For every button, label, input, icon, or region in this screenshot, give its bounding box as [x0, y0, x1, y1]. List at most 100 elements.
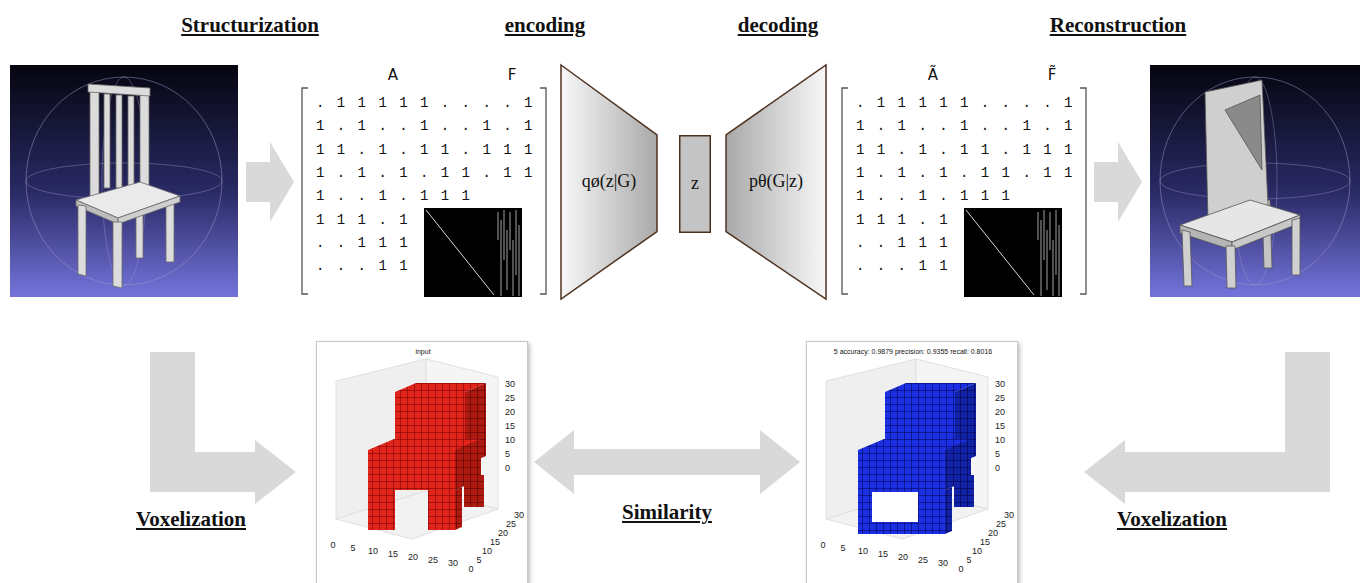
axis-tick: 30 [938, 558, 948, 569]
latent-label: z [691, 173, 699, 195]
chair-leg [113, 222, 122, 288]
trackball-ring [102, 77, 146, 285]
step-label: Voxelization [1117, 507, 1227, 532]
render-background [1150, 65, 1360, 297]
chair-rail [88, 84, 150, 96]
chair-back-shade [1225, 95, 1262, 170]
plot-ground [806, 341, 1018, 583]
matrix-row: . . . 1 1 [316, 257, 410, 275]
axis-tick: 0 [330, 540, 335, 551]
chair-seat-edge [118, 196, 180, 224]
axis-tick: 5 [995, 449, 1000, 460]
flow-arrow [1094, 142, 1142, 222]
matrix-header: A [388, 66, 398, 84]
chair-slat [104, 94, 110, 188]
plot-ground [316, 341, 528, 583]
axis-tick: 5 [840, 543, 845, 554]
axis-tick: 25 [506, 519, 516, 530]
axis-tick: 5 [350, 543, 355, 554]
matrix-row: 1 . . 1 . 1 1 1 [316, 187, 472, 205]
axis-tick: 20 [988, 528, 998, 539]
chair-back [1205, 80, 1268, 222]
plot-title: 5 accuracy: 0.9879 precision: 0.9355 rec… [834, 347, 992, 356]
matrix-row: . 1 1 1 1 1 . . . . 1 [316, 94, 534, 112]
chair-seat-edge [1232, 215, 1300, 250]
chair-post [90, 86, 99, 200]
latent-rect [680, 136, 711, 233]
voxel-face [428, 490, 455, 530]
chair-mesh [76, 84, 180, 288]
axis-tick: 10 [368, 546, 378, 557]
chair-mesh [1180, 80, 1300, 288]
voxel-face [455, 439, 481, 490]
matrix-bracket [302, 88, 308, 294]
matrix-row: 1 1 . 1 . 1 1 . 1 1 1 [856, 141, 1074, 159]
voxel-plot: 5 accuracy: 0.9879 precision: 0.9355 rec… [806, 341, 1018, 583]
adjacency-matrix: A F . 1 1 1 1 1 . . . . 1 1 . 1 . . 1 . . 1… [298, 62, 550, 300]
chair-slat [128, 96, 134, 188]
matrix-image-ground [424, 208, 522, 297]
chair-post [140, 90, 149, 196]
axis-tick: 15 [490, 537, 500, 548]
decoder-shape [726, 65, 826, 299]
axis-tick: 15 [878, 549, 888, 560]
axis-tick: 0 [820, 540, 825, 551]
axis-tick: 20 [408, 552, 418, 563]
axis-tick: 25 [918, 555, 928, 566]
encoder-shape [561, 65, 657, 299]
matrix-row: . . 1 1 1 [316, 234, 410, 252]
axis-tick: 0 [995, 463, 1000, 474]
section-heading: encoding [505, 13, 586, 38]
step-label: Voxelization [136, 507, 246, 532]
matrix-diagonal [966, 210, 1034, 295]
feature-columns [1038, 210, 1059, 296]
axis-tick: 0 [958, 564, 963, 575]
chair-leg [1226, 246, 1236, 288]
matrix-image-ground [964, 208, 1062, 297]
axis-tick: 20 [995, 407, 1005, 418]
axis-tick: 30 [995, 379, 1005, 390]
axis-tick: 20 [898, 552, 908, 563]
block-arrow [534, 430, 800, 494]
feature-columns [498, 210, 519, 296]
axis-tick: 10 [972, 546, 982, 557]
voxel-face [368, 490, 395, 530]
flow-arrow [246, 142, 294, 222]
axis-tick: 30 [514, 510, 524, 521]
chair-leg [1292, 218, 1300, 275]
chair-leg [1182, 230, 1192, 286]
encoder-label: qø(z|G) [582, 171, 637, 193]
axis-tick: 25 [505, 393, 515, 404]
matrix-header: F [508, 66, 517, 84]
matrix-row: 1 . 1 . . 1 . . 1 . 1 [316, 117, 534, 135]
reconstructed-chair-render [1150, 65, 1360, 297]
axis-tick: 15 [995, 421, 1005, 432]
matrix-row: 1 1 1 . 1 [316, 211, 410, 229]
edge-label: Similarity [619, 500, 715, 525]
matrix-row: 1 . . 1 . 1 1 1 [856, 187, 1012, 205]
voxel-face [945, 439, 971, 490]
chair-slat [116, 95, 122, 188]
matrix-row: 1 . 1 . 1 . 1 1 . 1 1 [856, 164, 1074, 182]
matrix-header: F̃ [1048, 66, 1057, 84]
voxel-face [368, 450, 455, 490]
axis-tick: 25 [996, 519, 1006, 530]
chair-leg [78, 205, 86, 276]
flow-arrow [150, 352, 296, 504]
axis-tick: 25 [428, 555, 438, 566]
voxel-plot-figure [316, 341, 528, 583]
matrix-header: Ã [928, 66, 938, 84]
input-chair-render [10, 65, 238, 297]
voxel-hole [872, 492, 918, 522]
axis-tick: 5 [505, 449, 510, 460]
adjacency-matrix: ÃF̃. 1 1 1 1 1 . . . . 11 . 1 . . 1 . . … [838, 62, 1090, 300]
matrix-bracket [1080, 88, 1086, 294]
axis-tick: 25 [995, 393, 1005, 404]
voxel-face [945, 487, 952, 534]
matrix-image [964, 208, 1062, 297]
voxel-face [858, 450, 945, 534]
matrix-diagonal [426, 210, 494, 295]
axis-tick: 10 [995, 435, 1005, 446]
